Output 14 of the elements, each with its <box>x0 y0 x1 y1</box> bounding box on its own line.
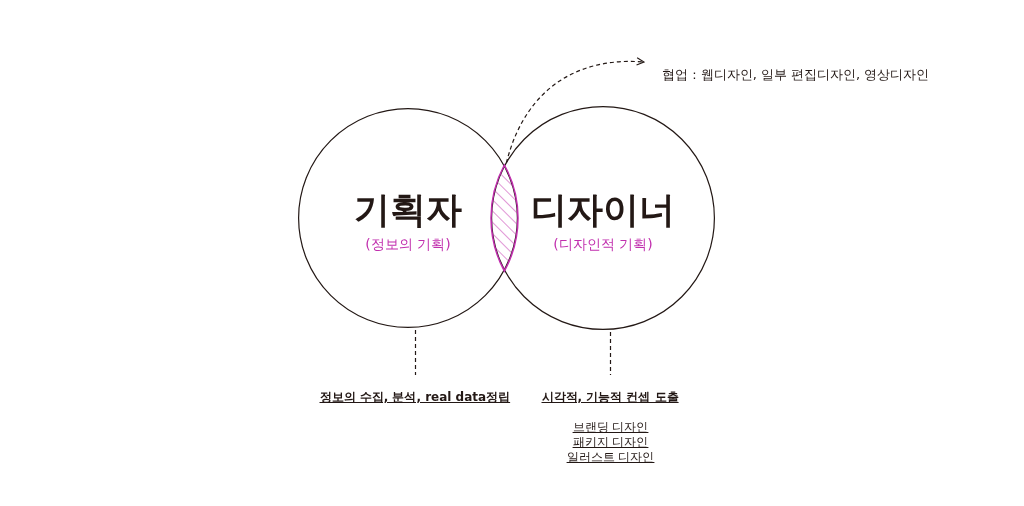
role-description: 정보의 수집, 분석, real data정립 <box>319 389 511 406</box>
design-item: 브랜딩 디자인 <box>572 419 649 436</box>
design-item: 일러스트 디자인 <box>566 449 655 466</box>
role-description: 시각적, 기능적 컨셉 도출 <box>541 389 679 406</box>
design-item: 패키지 디자인 <box>572 434 649 451</box>
hatched-overlap <box>491 164 518 272</box>
collaboration-note: 협업 : 웹디자인, 일부 편집디자인, 영상디자인 <box>662 66 930 84</box>
circle-subtitle: (디자인적 기획) <box>553 236 653 254</box>
circle-title: 기획자 <box>354 188 462 232</box>
leader-line <box>609 331 612 376</box>
circle-subtitle: (정보의 기획) <box>365 236 451 254</box>
leader-line <box>414 329 417 376</box>
curved-arrow <box>505 57 645 164</box>
circle-title: 디자이너 <box>531 188 675 232</box>
